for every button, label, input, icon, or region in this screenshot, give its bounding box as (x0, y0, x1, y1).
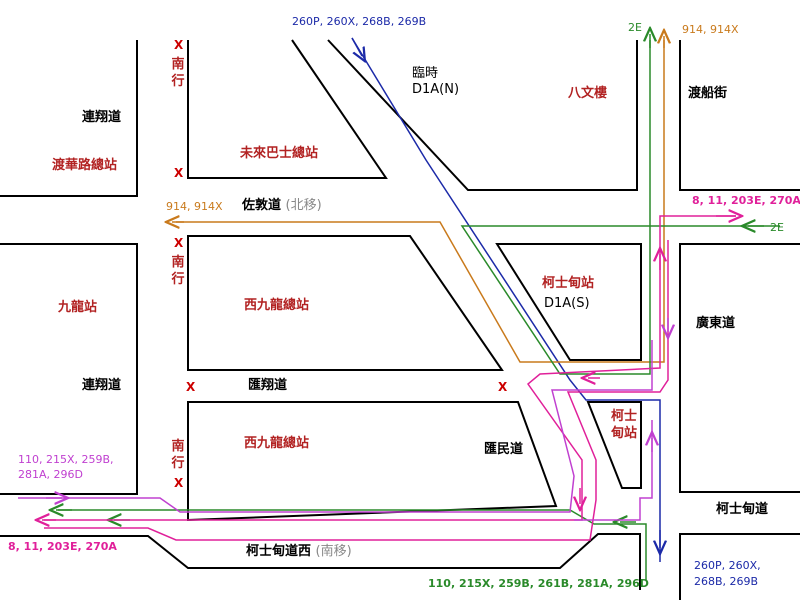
magenta-route-line (44, 215, 736, 521)
route-label-blue-bottom-1: 260P, 260X, (694, 559, 761, 572)
street-wui-cheung: 匯翔道 (248, 378, 288, 393)
block-south-west (0, 533, 641, 590)
street-jordan-road: 佐敦道 (北移) (242, 198, 322, 214)
block-north-east (679, 40, 800, 191)
block-small-island (586, 401, 642, 489)
x-mark-5: X (498, 380, 508, 394)
stop-code-d1a-n: D1A(N) (412, 82, 460, 97)
block-wk-south (187, 401, 558, 522)
blue-route-arrow-top (351, 37, 362, 56)
x-mark-2: X (174, 166, 184, 180)
street-wui-man: 匯民道 (484, 442, 524, 457)
street-lin-cheung-top: 連翔道 (82, 110, 122, 125)
jordan-road-name: 佐敦道 (242, 198, 282, 213)
block-north-central (327, 39, 638, 191)
route-label-green-right: 2E (770, 221, 784, 234)
street-lin-cheung-mid: 連翔道 (82, 378, 122, 393)
x-mark-1: X (174, 38, 184, 52)
station-kowloon: 九龍站 (58, 300, 98, 315)
purple-route-line-b (574, 420, 653, 521)
route-label-green-top: 2E (628, 21, 642, 34)
green-2e-line (460, 40, 780, 375)
x-mark-3: X (174, 236, 184, 250)
block-south-east (679, 533, 800, 600)
green-bottom-line (58, 509, 647, 580)
route-label-orange-left: 914, 914X (166, 200, 223, 213)
block-future-terminus (187, 39, 388, 179)
blue-route-line (351, 37, 661, 562)
street-canton-road: 廣東道 (696, 316, 736, 331)
station-wk-terminus-north: 西九龍總站 (244, 298, 310, 313)
block-west-top (0, 40, 138, 197)
route-label-magenta-top: 8, 11, 203E, 270A (692, 194, 800, 207)
block-east (679, 243, 800, 493)
route-label-orange-top: 914, 914X (682, 23, 739, 36)
route-label-blue-top: 260P, 260X, 268B, 269B (292, 15, 427, 28)
southbound-top: 南行 (171, 57, 185, 89)
austin-road-west-note: (南移) (315, 544, 352, 559)
purple-route-line (18, 340, 653, 513)
route-label-purple-line1: 110, 215X, 259B, (18, 453, 114, 466)
street-ferry-street: 渡船街 (688, 86, 728, 101)
route-label-green-bottom: 110, 215X, 259B, 261B, 281A, 296D (428, 577, 649, 590)
station-pak-man-lau: 八文樓 (568, 86, 608, 101)
southbound-bottom: 南行 (171, 439, 185, 471)
station-ferry-terminal: 渡華路總站 (52, 158, 118, 173)
station-wk-terminus-south: 西九龍總站 (244, 436, 310, 451)
block-austin-stop (495, 243, 642, 361)
route-label-magenta-bottom: 8, 11, 203E, 270A (8, 540, 117, 553)
station-austin-stop-small: 柯士甸站 (610, 409, 637, 441)
street-austin-road-west: 柯士甸道西 (南移) (246, 544, 352, 560)
route-label-purple-line2: 281A, 296D (18, 468, 83, 481)
block-wk-north (187, 235, 504, 371)
orange-route-line (176, 40, 665, 363)
southbound-mid: 南行 (171, 255, 185, 287)
station-future-terminus: 未來巴士總站 (240, 146, 319, 161)
austin-road-west-name: 柯士甸道西 (246, 544, 312, 559)
stop-code-d1a-s: D1A(S) (544, 296, 590, 311)
x-mark-4: X (186, 380, 196, 394)
route-label-blue-bottom-2: 268B, 269B (694, 575, 759, 588)
jordan-road-note: (北移) (285, 198, 322, 213)
street-austin-road: 柯士甸道 (716, 502, 769, 517)
x-mark-6: X (174, 476, 184, 490)
stop-code-temp: 臨時 (412, 66, 439, 81)
magenta-route-line-b (44, 240, 669, 541)
station-austin-stop: 柯士甸站 (542, 276, 595, 291)
